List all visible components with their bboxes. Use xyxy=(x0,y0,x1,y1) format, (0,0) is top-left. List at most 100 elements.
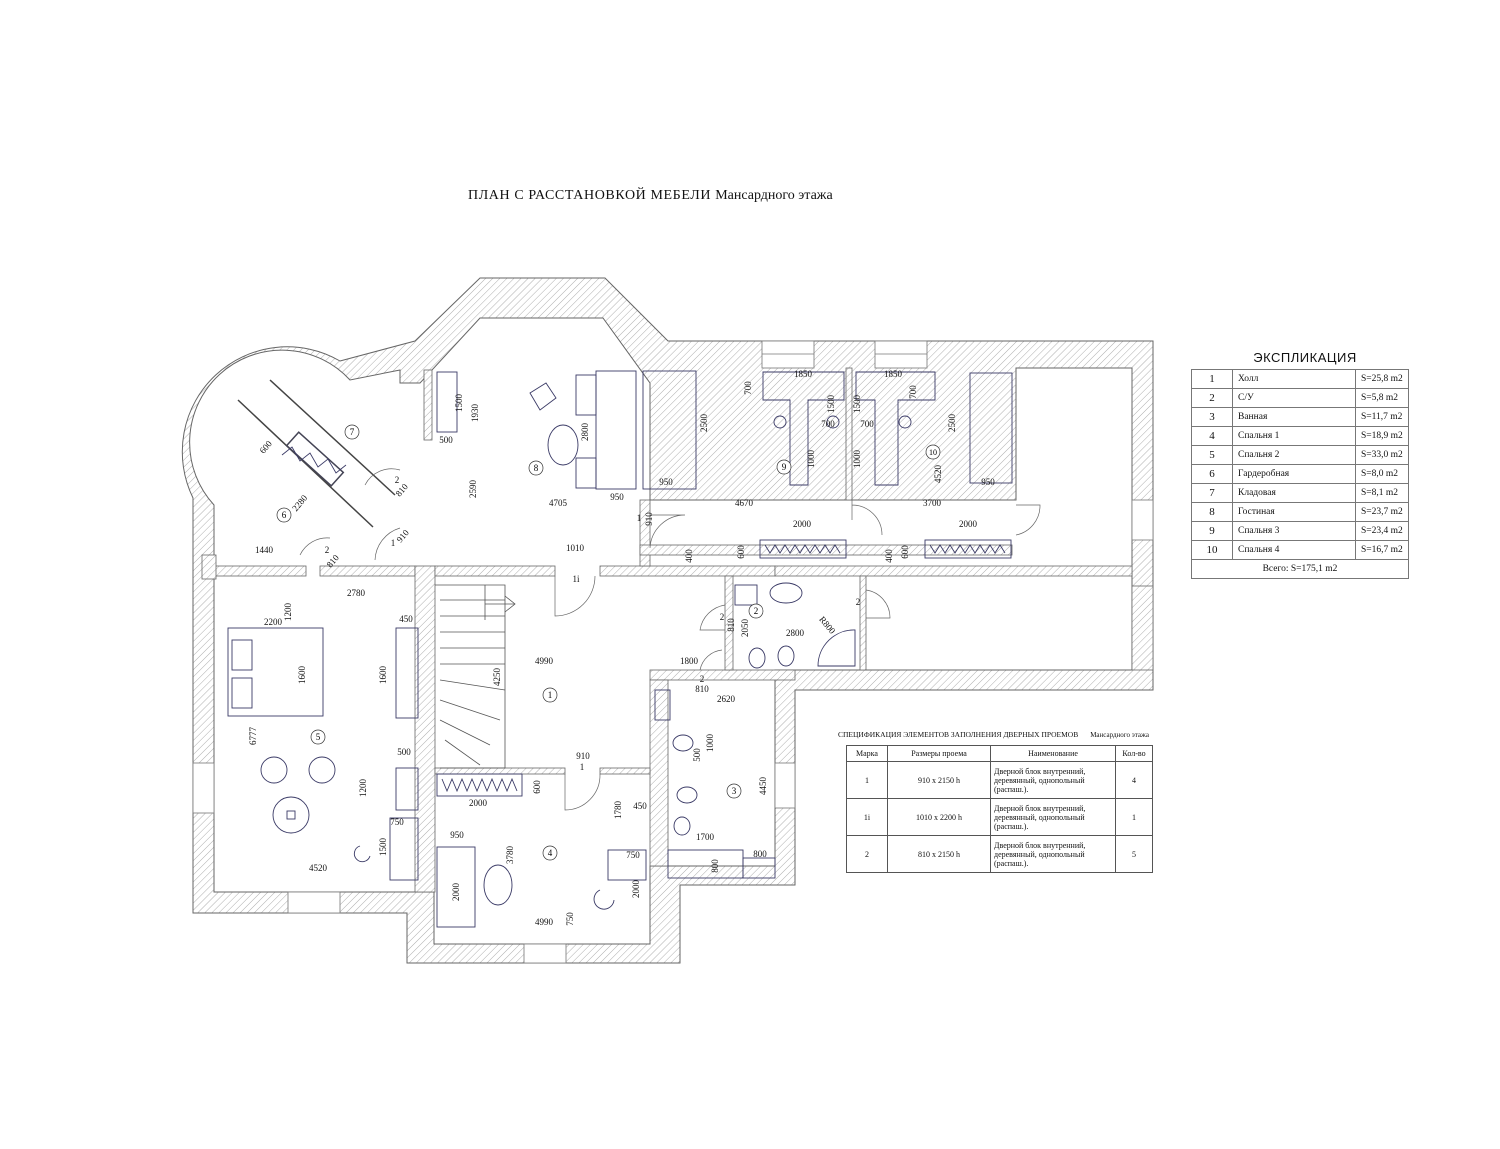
dimension-label: 910 xyxy=(395,527,412,544)
dimension-label: 2 xyxy=(395,475,400,485)
dimension-label: 2050 xyxy=(740,619,750,638)
dimension-label: 1 xyxy=(580,762,585,772)
room-area: S=5,8 m2 xyxy=(1355,388,1409,408)
room-marker-label: 6 xyxy=(282,510,287,520)
dimension-label: 3780 xyxy=(505,846,515,865)
dimension-label: 1000 xyxy=(705,734,715,753)
staircase xyxy=(435,584,516,769)
dimension-label: 700 xyxy=(860,419,874,429)
furniture xyxy=(227,370,1013,928)
dimension-label: 950 xyxy=(659,477,673,487)
dimension-label: 2800 xyxy=(580,423,590,442)
explication-total-row: Всего: S=175,1 m2 xyxy=(1191,559,1409,579)
header-mark: Марка xyxy=(846,745,888,762)
dimension-label: 1 xyxy=(637,513,642,523)
room-name: Гардеробная xyxy=(1232,464,1356,484)
door-name: Дверной блок внутренний, деревянный, одн… xyxy=(990,761,1116,799)
room-number: 8 xyxy=(1191,502,1233,522)
dimension-label: 2780 xyxy=(347,588,366,598)
wardrobe-walls xyxy=(237,379,396,528)
dimension-label: 2000 xyxy=(451,883,461,902)
room-area: S=16,7 m2 xyxy=(1355,540,1409,560)
room-marker-circle xyxy=(542,845,558,861)
dimension-label: 500 xyxy=(439,435,453,445)
dimension-label: 2000 xyxy=(631,880,641,899)
dimension-label: 2 xyxy=(856,597,861,607)
room-marker-circle xyxy=(528,460,544,476)
dimension-label: 1780 xyxy=(613,801,623,820)
room-area: S=23,4 m2 xyxy=(1355,521,1409,541)
dimension-label: 600 xyxy=(736,545,746,559)
dimension-label: 4705 xyxy=(549,498,568,508)
room-marker-label: 3 xyxy=(732,786,737,796)
dimension-label: 1500 xyxy=(454,394,464,413)
room-marker-label: 7 xyxy=(350,427,355,437)
dimension-label: 4250 xyxy=(492,668,502,687)
dimension-label: 1600 xyxy=(297,666,307,685)
dimension-label: 4450 xyxy=(758,777,768,796)
room-marker: 4 xyxy=(542,845,558,861)
room-marker-circle xyxy=(925,444,941,460)
room-marker: 3 xyxy=(726,783,742,799)
dimension-label: 6777 xyxy=(248,727,258,746)
door-spec-floor: Мансардного этажа xyxy=(1090,731,1149,739)
dimension-label: R800 xyxy=(817,614,838,636)
room-name: Гостиная xyxy=(1232,502,1356,522)
dimension-label: 700 xyxy=(821,419,835,429)
room-marker-circle xyxy=(542,687,558,703)
dimension-label: 950 xyxy=(450,830,464,840)
room-marker-label: 8 xyxy=(534,463,539,473)
room-number: 7 xyxy=(1191,483,1233,503)
dimension-label: 600 xyxy=(532,780,542,794)
door-spec-table: Марка Размеры проема Наименование Кол-во… xyxy=(846,745,1153,873)
room-marker: 7 xyxy=(344,424,360,440)
room-number: 5 xyxy=(1191,445,1233,465)
room-name: Кладовая xyxy=(1232,483,1356,503)
dimension-label: 750 xyxy=(565,912,575,926)
room-name: Ванная xyxy=(1232,407,1356,427)
door-spec-title-main: СПЕЦИФИКАЦИЯ ЭЛЕМЕНТОВ ЗАПОЛНЕНИЯ ДВЕРНЫ… xyxy=(838,730,1079,739)
room-name: Холл xyxy=(1232,369,1356,389)
room-marker: 6 xyxy=(276,507,292,523)
dimension-label: 2 xyxy=(325,545,330,555)
room-marker-circle xyxy=(276,507,292,523)
room-number: 1 xyxy=(1191,369,1233,389)
room-marker: 10 xyxy=(925,444,941,460)
dimension-label: 1500 xyxy=(378,838,388,857)
dimension-label: 1і xyxy=(572,574,580,584)
door-name: Дверной блок внутренний, деревянный, одн… xyxy=(990,835,1116,873)
dimension-label: 400 xyxy=(884,549,894,563)
dimension-label: 500 xyxy=(692,748,702,762)
dimension-label: 1200 xyxy=(358,779,368,798)
door-spec-title: СПЕЦИФИКАЦИЯ ЭЛЕМЕНТОВ ЗАПОЛНЕНИЯ ДВЕРНЫ… xyxy=(838,730,1149,739)
dimension-label: 1440 xyxy=(255,545,274,555)
room-number: 9 xyxy=(1191,521,1233,541)
room-marker-label: 5 xyxy=(316,732,321,742)
drawing-title-main: ПЛАН С РАССТАНОВКОЙ МЕБЕЛИ xyxy=(468,188,712,203)
dimension-label: 3700 xyxy=(923,498,942,508)
interior-walls xyxy=(201,367,1154,893)
dimension-label: 800 xyxy=(710,859,720,873)
windows xyxy=(192,340,1154,964)
dimension-label: 4520 xyxy=(933,465,943,484)
room-marker-label: 4 xyxy=(548,848,553,858)
dimension-label: 2200 xyxy=(264,617,283,627)
dimension-label: 700 xyxy=(908,385,918,399)
doors xyxy=(299,468,1041,811)
dimension-label: 2590 xyxy=(468,480,478,499)
drawing-title-sub: Мансардного этажа xyxy=(715,188,833,203)
drawing-title: ПЛАН С РАССТАНОВКОЙ МЕБЕЛИ Мансардного э… xyxy=(468,188,833,204)
dimension-label: 2 xyxy=(720,612,725,622)
dimension-label: 1850 xyxy=(794,369,813,379)
room-number: 10 xyxy=(1191,540,1233,560)
room-area: S=11,7 m2 xyxy=(1355,407,1409,427)
dimension-label: 4520 xyxy=(309,863,328,873)
door-qty: 5 xyxy=(1115,835,1153,873)
dimension-label: 600 xyxy=(258,438,275,455)
room-marker-circle xyxy=(776,459,792,475)
